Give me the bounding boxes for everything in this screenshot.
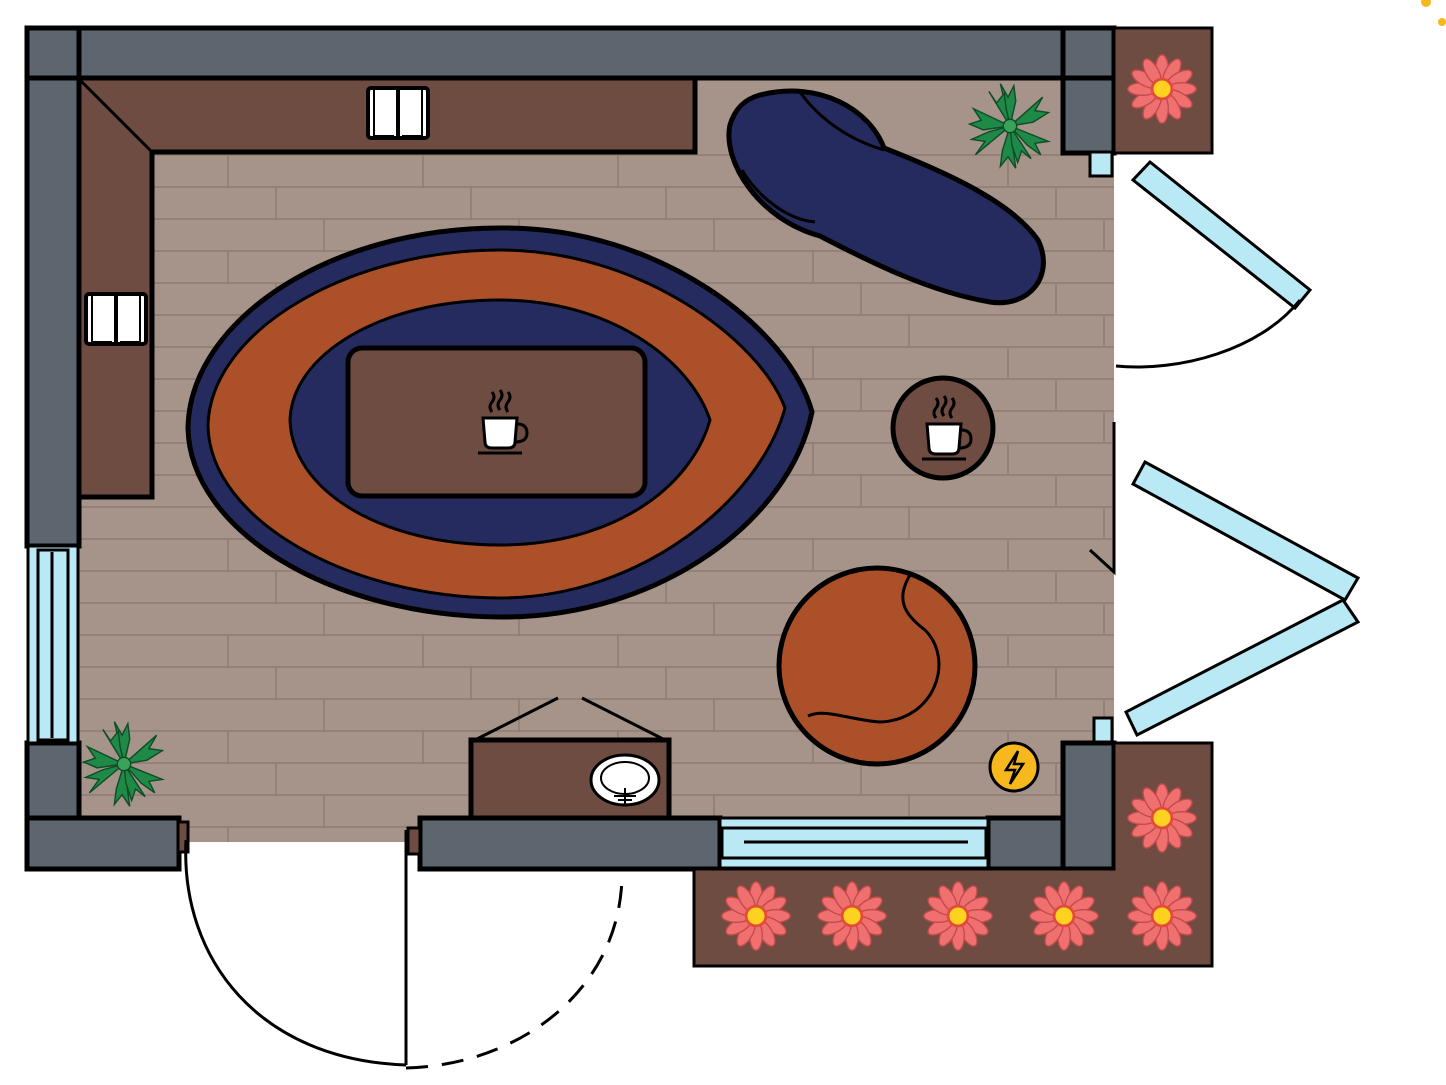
decorative-dot bbox=[1421, 0, 1431, 7]
lightning-bolt-icon bbox=[988, 741, 1040, 793]
door-jamb bbox=[176, 820, 190, 854]
navy-chaise-lounge bbox=[726, 88, 1046, 306]
open-book-icon bbox=[366, 86, 430, 140]
sink-cabinet bbox=[468, 696, 672, 821]
window-bottom bbox=[718, 816, 990, 870]
glass-double-door bbox=[1088, 422, 1361, 738]
decorative-dot bbox=[1438, 18, 1446, 26]
round-armchair bbox=[776, 565, 978, 767]
door-stop bbox=[1088, 150, 1114, 178]
open-book-icon bbox=[84, 292, 148, 346]
window-left bbox=[26, 544, 80, 745]
door-stop bbox=[1092, 716, 1114, 744]
door-jamb bbox=[406, 826, 422, 856]
glass-door-upper bbox=[1115, 159, 1313, 369]
entry-door bbox=[184, 830, 624, 1070]
